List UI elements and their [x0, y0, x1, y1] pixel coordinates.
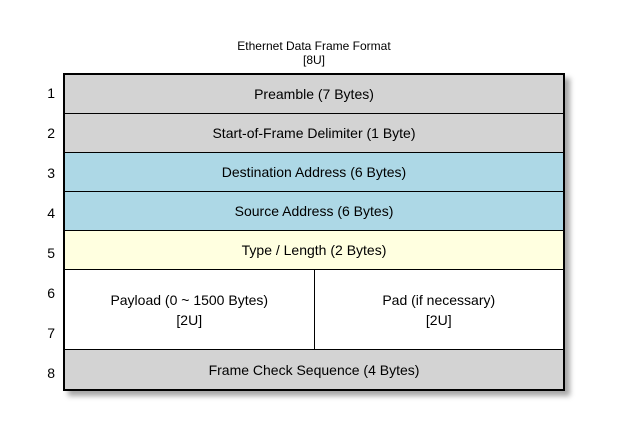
row-number-1: 1	[47, 85, 55, 101]
row-number-2: 2	[47, 125, 55, 141]
row-number-5: 5	[47, 245, 55, 261]
row-number-7: 7	[47, 325, 55, 341]
pad-label-line1: Pad (if necessary)	[382, 291, 496, 308]
row-type-length: Type / Length (2 Bytes)	[65, 231, 563, 270]
row-preamble-label: Preamble (7 Bytes)	[254, 86, 374, 102]
diagram-title-line1: Ethernet Data Frame Format	[237, 39, 391, 53]
payload-cell: Payload (0 ~ 1500 Bytes) [2U]	[65, 270, 315, 349]
pad-label-line2: [2U]	[425, 311, 452, 328]
payload-label-line1: Payload (0 ~ 1500 Bytes)	[110, 291, 269, 308]
frame-table: Preamble (7 Bytes) Start-of-Frame Delimi…	[63, 73, 565, 391]
row-type-length-label: Type / Length (2 Bytes)	[241, 242, 387, 258]
row-number-3: 3	[47, 165, 55, 181]
row-preamble: Preamble (7 Bytes)	[65, 75, 563, 114]
row-destination-address: Destination Address (6 Bytes)	[65, 153, 563, 192]
row-start-of-frame-delimiter: Start-of-Frame Delimiter (1 Byte)	[65, 114, 563, 153]
row-frame-check-sequence: Frame Check Sequence (4 Bytes)	[65, 350, 563, 389]
row-source-address: Source Address (6 Bytes)	[65, 192, 563, 231]
diagram-title-line2: [8U]	[302, 53, 325, 67]
diagram-title: Ethernet Data Frame Format [8U]	[0, 39, 628, 67]
pad-cell: Pad (if necessary) [2U]	[315, 270, 564, 349]
row-destination-label: Destination Address (6 Bytes)	[221, 164, 407, 180]
row-payload-pad: Payload (0 ~ 1500 Bytes) [2U] Pad (if ne…	[65, 270, 563, 350]
row-number-6: 6	[47, 285, 55, 301]
row-number-column: 1 2 3 4 5 6 7 8	[0, 73, 55, 393]
payload-label-line2: [2U]	[176, 311, 203, 328]
row-number-4: 4	[47, 205, 55, 221]
row-fcs-label: Frame Check Sequence (4 Bytes)	[208, 361, 420, 378]
row-source-label: Source Address (6 Bytes)	[234, 203, 394, 219]
row-sfd-label: Start-of-Frame Delimiter (1 Byte)	[212, 125, 416, 141]
row-number-8: 8	[47, 365, 55, 381]
